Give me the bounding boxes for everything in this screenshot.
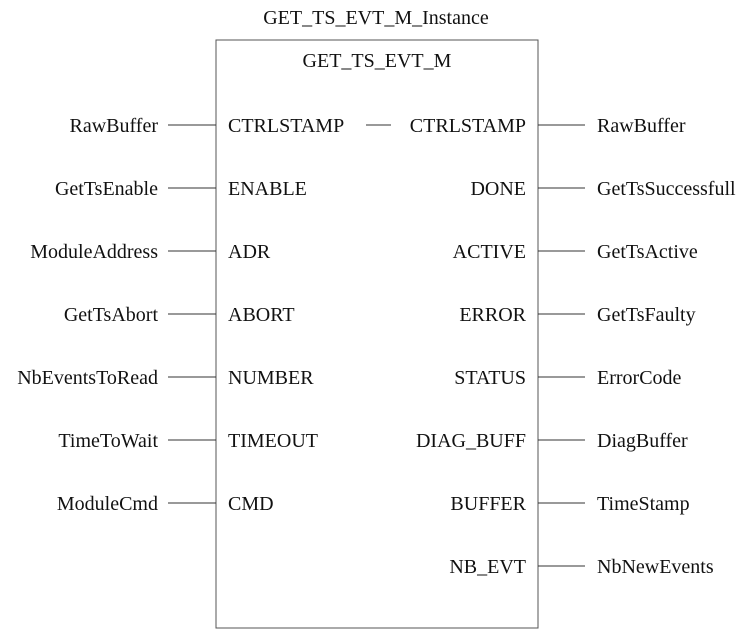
block-type-name: GET_TS_EVT_M — [303, 50, 452, 72]
input-pin: ENABLE — [228, 178, 307, 200]
output-variable: ErrorCode — [597, 367, 682, 389]
output-pin: ACTIVE — [453, 241, 526, 263]
input-pin: CTRLSTAMP — [228, 115, 344, 137]
output-variable: GetTsSuccessfull — [597, 178, 736, 200]
input-variable: NbEventsToRead — [17, 367, 158, 389]
input-variable: GetTsEnable — [55, 178, 158, 200]
io-connections: RawBuffer CTRLSTAMP GetTsEnable ENABLE Modul… — [17, 115, 736, 578]
input-variable: TimeToWait — [58, 430, 158, 452]
function-block — [215, 39, 539, 629]
input-variable: ModuleAddress — [30, 241, 158, 263]
output-pin: DIAG_BUFF — [416, 430, 526, 452]
input-pin: TIMEOUT — [228, 430, 318, 452]
output-variable: GetTsActive — [597, 241, 698, 263]
output-variable: TimeStamp — [597, 493, 690, 515]
output-variable: DiagBuffer — [597, 430, 688, 452]
input-variable: RawBuffer — [70, 115, 159, 137]
output-pin: CTRLSTAMP — [410, 115, 526, 137]
input-pin: NUMBER — [228, 367, 314, 389]
output-pin: NB_EVT — [449, 556, 526, 578]
output-pin: ERROR — [459, 304, 526, 326]
input-pin: ADR — [228, 241, 271, 263]
output-pin: DONE — [470, 178, 526, 200]
input-pin: CMD — [228, 493, 274, 515]
output-pin: BUFFER — [450, 493, 526, 515]
input-variable: GetTsAbort — [64, 304, 159, 326]
output-variable: NbNewEvents — [597, 556, 714, 578]
output-variable: RawBuffer — [597, 115, 686, 137]
output-variable: GetTsFaulty — [597, 304, 696, 326]
input-variable: ModuleCmd — [57, 493, 158, 515]
input-pin: ABORT — [228, 304, 295, 326]
output-pin: STATUS — [454, 367, 526, 389]
instance-name: GET_TS_EVT_M_Instance — [263, 7, 489, 29]
